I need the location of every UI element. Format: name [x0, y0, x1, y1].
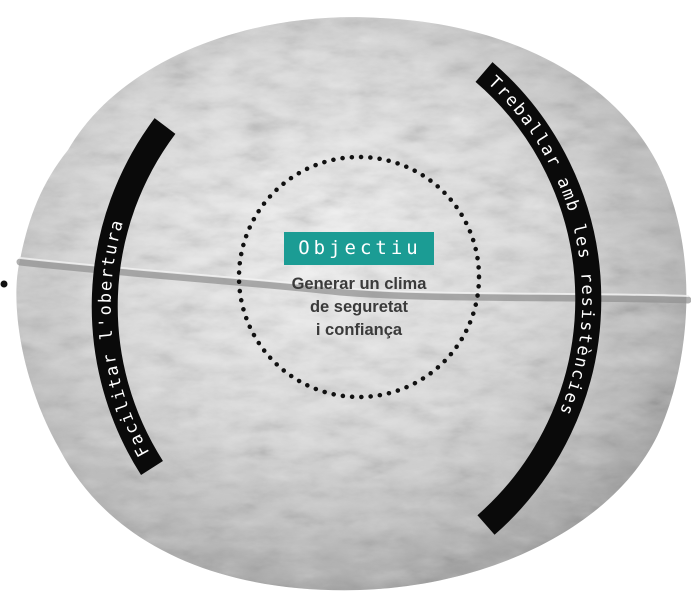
objective-line: de seguretat — [309, 298, 409, 316]
dotted-circle — [236, 154, 482, 400]
walnut-illustration — [16, 17, 691, 591]
objective-line: i confiança — [315, 321, 403, 339]
objective-badge: Objectiu — [284, 232, 434, 265]
objective-line: Generar un clima — [291, 275, 427, 293]
objective-block: Objectiu Generar un clima de seguretat i… — [241, 232, 477, 342]
edge-dot-icon — [0, 280, 8, 288]
objective-text: Generar un clima de seguretat i confianç… — [241, 273, 477, 342]
